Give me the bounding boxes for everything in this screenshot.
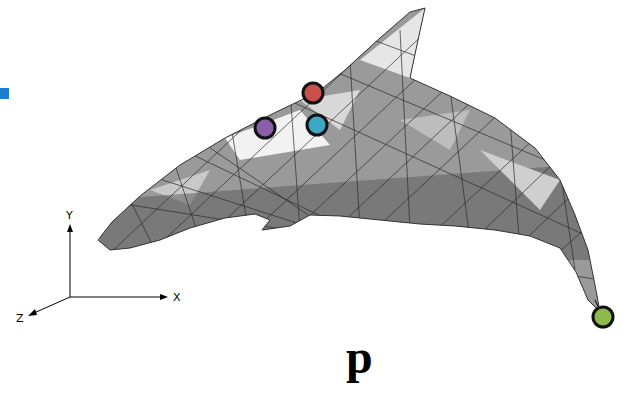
red-point: [303, 83, 323, 103]
axis-label: X: [173, 292, 181, 303]
purple-point: [255, 118, 275, 138]
axes: [28, 224, 168, 316]
green-point: [593, 307, 613, 327]
bullet-square: [0, 88, 9, 99]
vector-label: p: [346, 333, 373, 381]
cyan-point: [307, 115, 327, 135]
axis-label: Y: [66, 210, 73, 221]
axis-label: Z: [16, 313, 24, 324]
